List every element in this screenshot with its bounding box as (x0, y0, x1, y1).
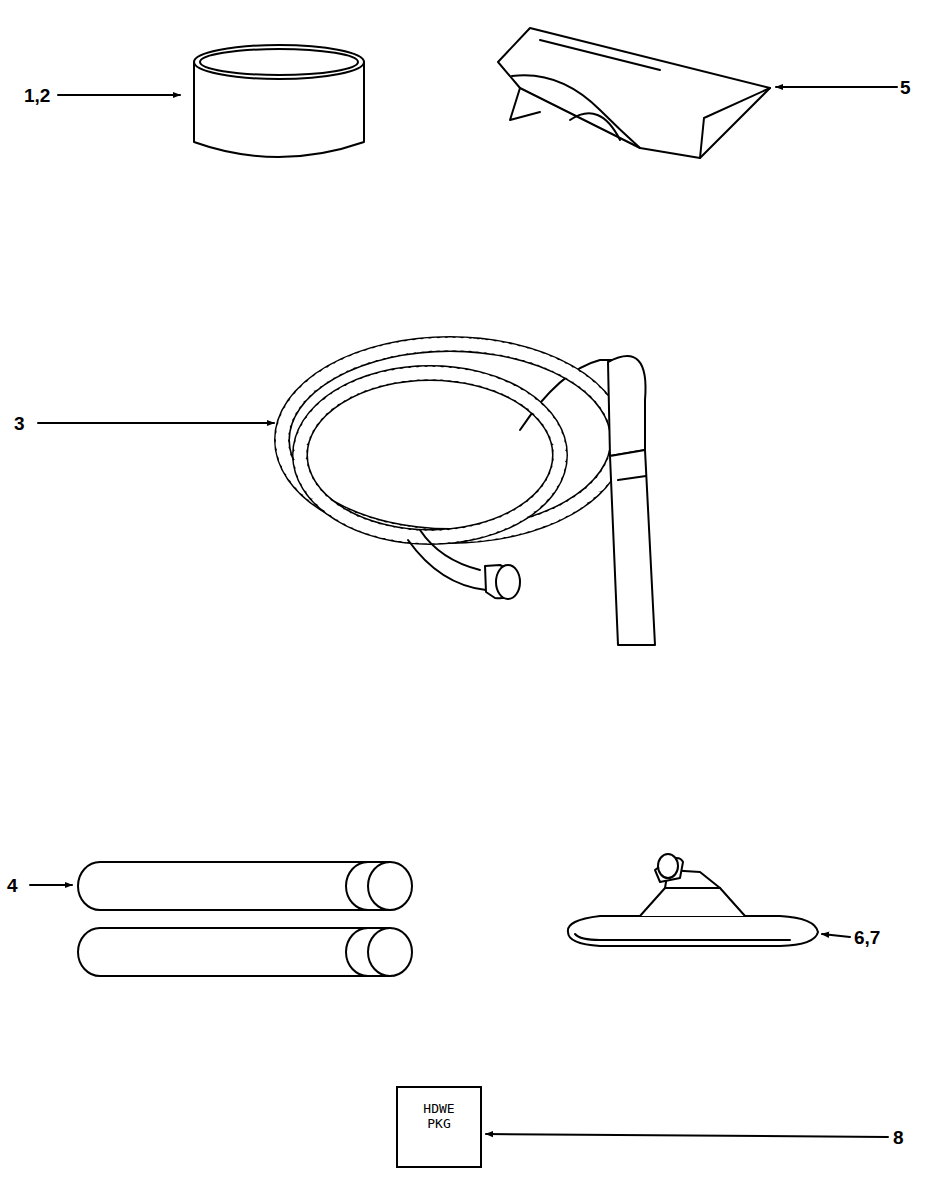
callout-number: 3 (14, 414, 25, 433)
hardware-package-box: HDWE PKG (396, 1086, 482, 1168)
callout-number: 6,7 (854, 928, 880, 947)
hose (282, 344, 655, 645)
filter-sleeve (194, 45, 364, 157)
callout-number: 4 (7, 876, 18, 895)
floor-nozzle (568, 854, 818, 946)
wand-tubes (78, 862, 412, 976)
package-text: HDWE PKG (409, 1102, 469, 1132)
bag-package (498, 28, 770, 158)
leader-line (776, 86, 897, 88)
leader-line (822, 934, 850, 937)
callout-number: 8 (893, 1128, 904, 1147)
leader-line (58, 94, 180, 96)
leader-line (30, 884, 72, 886)
callout-number: 1,2 (24, 86, 50, 105)
callout-number: 5 (900, 78, 911, 97)
leader-line (486, 1134, 888, 1137)
leader-line (38, 422, 274, 424)
